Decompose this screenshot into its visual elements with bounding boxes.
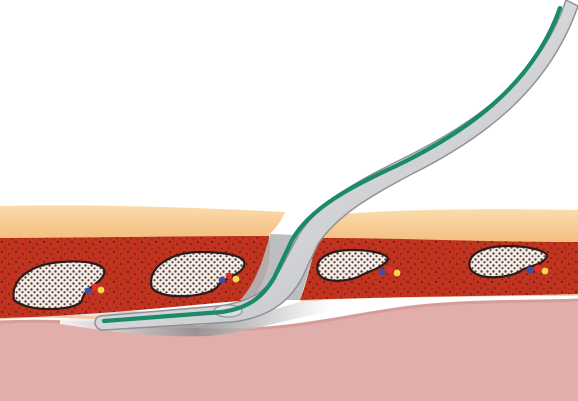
vessel-red xyxy=(226,273,233,280)
vessel-yellow xyxy=(98,287,105,294)
vessel-blue xyxy=(219,277,226,284)
vessel-blue xyxy=(85,288,92,295)
fat-layer-left xyxy=(0,205,285,238)
fat-layer-right xyxy=(318,209,578,242)
vessel-blue xyxy=(379,269,386,276)
vessel-yellow xyxy=(233,276,240,283)
vessel-yellow xyxy=(542,268,549,275)
vessel-red xyxy=(535,265,542,272)
vessel-blue xyxy=(527,267,534,274)
vessel-red xyxy=(387,267,394,274)
vessel-yellow xyxy=(394,270,401,277)
vessel-red xyxy=(92,284,99,291)
